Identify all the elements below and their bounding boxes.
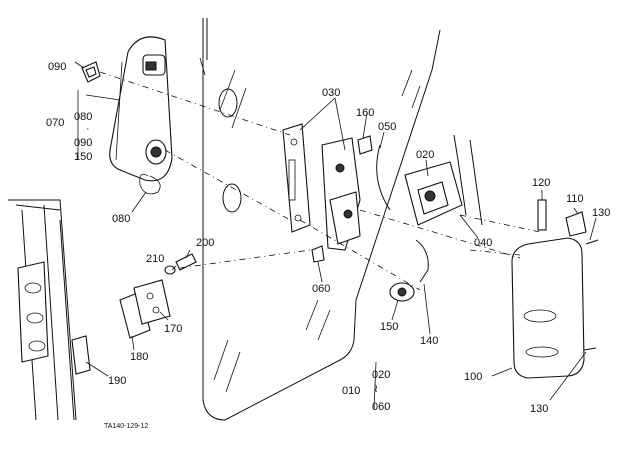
label-140: 140 <box>420 335 438 347</box>
label-060: 060 <box>312 283 330 295</box>
leader-lines <box>74 61 597 411</box>
screw-160 <box>357 135 373 155</box>
label-200: 200 <box>196 237 214 249</box>
screw-130-bottom <box>583 347 597 351</box>
explode-lines <box>99 71 541 291</box>
label-180: 180 <box>130 351 148 363</box>
label-150-lock: 150 <box>380 321 398 333</box>
label-020-set: 020 <box>372 369 390 381</box>
reference-code: TA140-129-12 <box>104 423 148 430</box>
knob-110 <box>565 211 587 237</box>
frame-and-striker <box>8 199 197 421</box>
part-labels: 090 070 080 · 090 150 080 030 160 050 02… <box>46 61 610 430</box>
label-080-clip: 080 <box>112 213 130 225</box>
label-190: 190 <box>108 375 126 387</box>
label-dot: · <box>86 123 90 135</box>
inner-handle-cover <box>511 199 599 379</box>
label-110: 110 <box>566 193 584 205</box>
label-130-top: 130 <box>592 207 610 219</box>
label-090-b: 090 <box>74 137 92 149</box>
label-070: 070 <box>46 117 64 129</box>
label-040: 040 <box>474 237 492 249</box>
label-030: 030 <box>322 87 340 99</box>
label-080: 080 <box>74 111 92 123</box>
label-100: 100 <box>464 371 482 383</box>
latch-bracket <box>311 135 391 263</box>
washer-210 <box>164 265 176 275</box>
outside-handle-assembly <box>81 36 173 195</box>
label-range-mark: ≀ <box>374 383 378 395</box>
label-010: 010 <box>342 385 360 397</box>
lock-plate <box>282 123 311 233</box>
door-lock-body <box>404 134 483 226</box>
label-130-bottom: 130 <box>530 403 548 415</box>
label-170: 170 <box>164 323 182 335</box>
label-120: 120 <box>532 177 550 189</box>
label-060-set: 060 <box>372 401 390 413</box>
striker-190 <box>71 335 91 375</box>
label-160: 160 <box>356 107 374 119</box>
screw-060 <box>311 245 325 263</box>
label-150-a: 150 <box>74 151 92 163</box>
rod-050 <box>376 144 391 211</box>
label-050: 050 <box>378 121 396 133</box>
screw-120 <box>537 199 547 231</box>
screw-130-top <box>585 239 599 245</box>
label-210: 210 <box>146 253 164 265</box>
bolt-200 <box>175 253 197 271</box>
door-glass-panel <box>199 18 441 421</box>
label-090: 090 <box>48 61 66 73</box>
lock-rod-and-cylinder <box>389 239 429 302</box>
label-020: 020 <box>416 149 434 161</box>
